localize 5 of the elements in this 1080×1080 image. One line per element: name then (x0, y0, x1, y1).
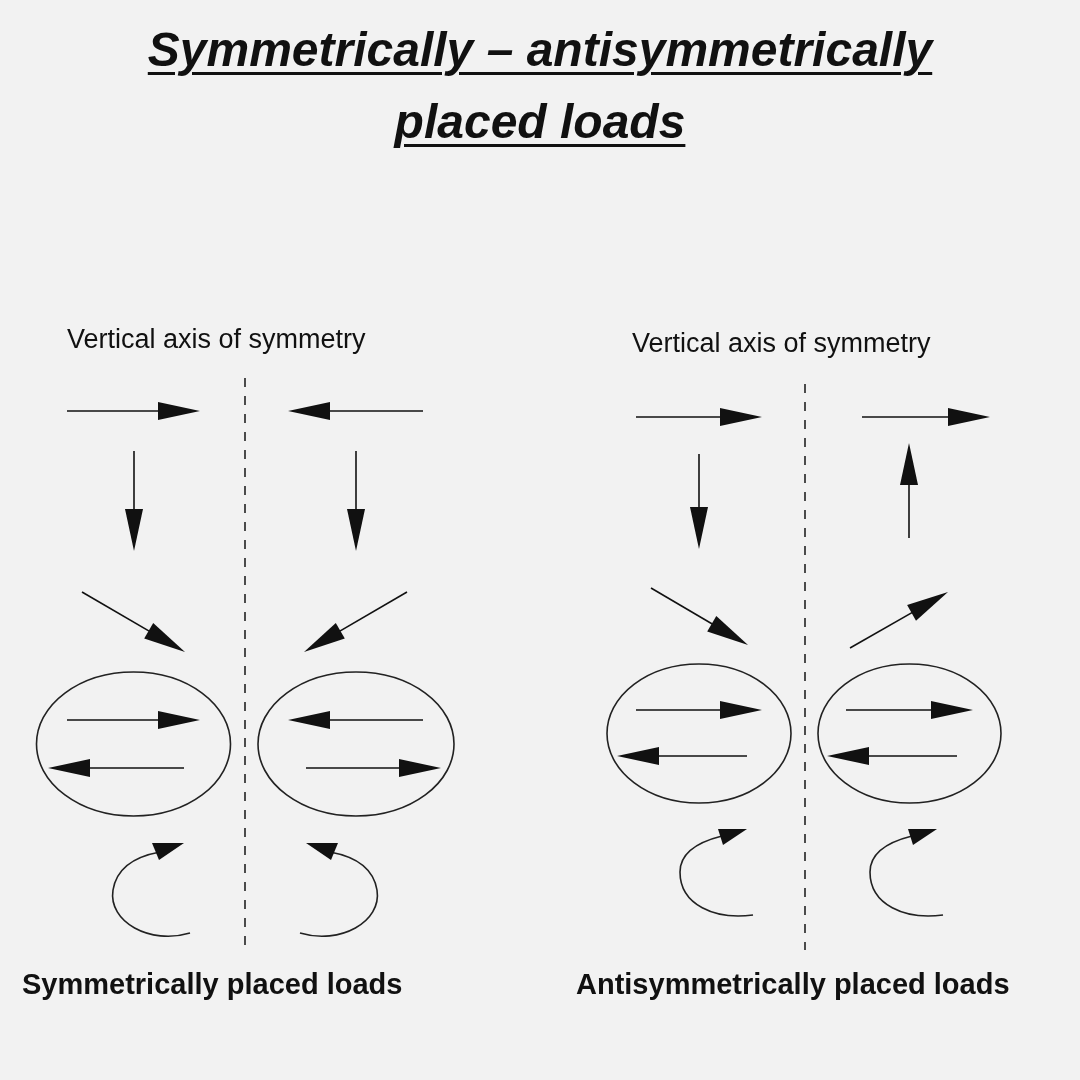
axis-label: Vertical axis of symmetry (632, 328, 931, 360)
panel-caption: Antisymmetrically placed loads (576, 968, 1010, 1002)
axis-label: Vertical axis of symmetry (67, 324, 366, 356)
title-heading: Symmetrically – antisymmetrically placed loads (146, 22, 935, 150)
panel-caption: Symmetrically placed loads (22, 968, 403, 1002)
